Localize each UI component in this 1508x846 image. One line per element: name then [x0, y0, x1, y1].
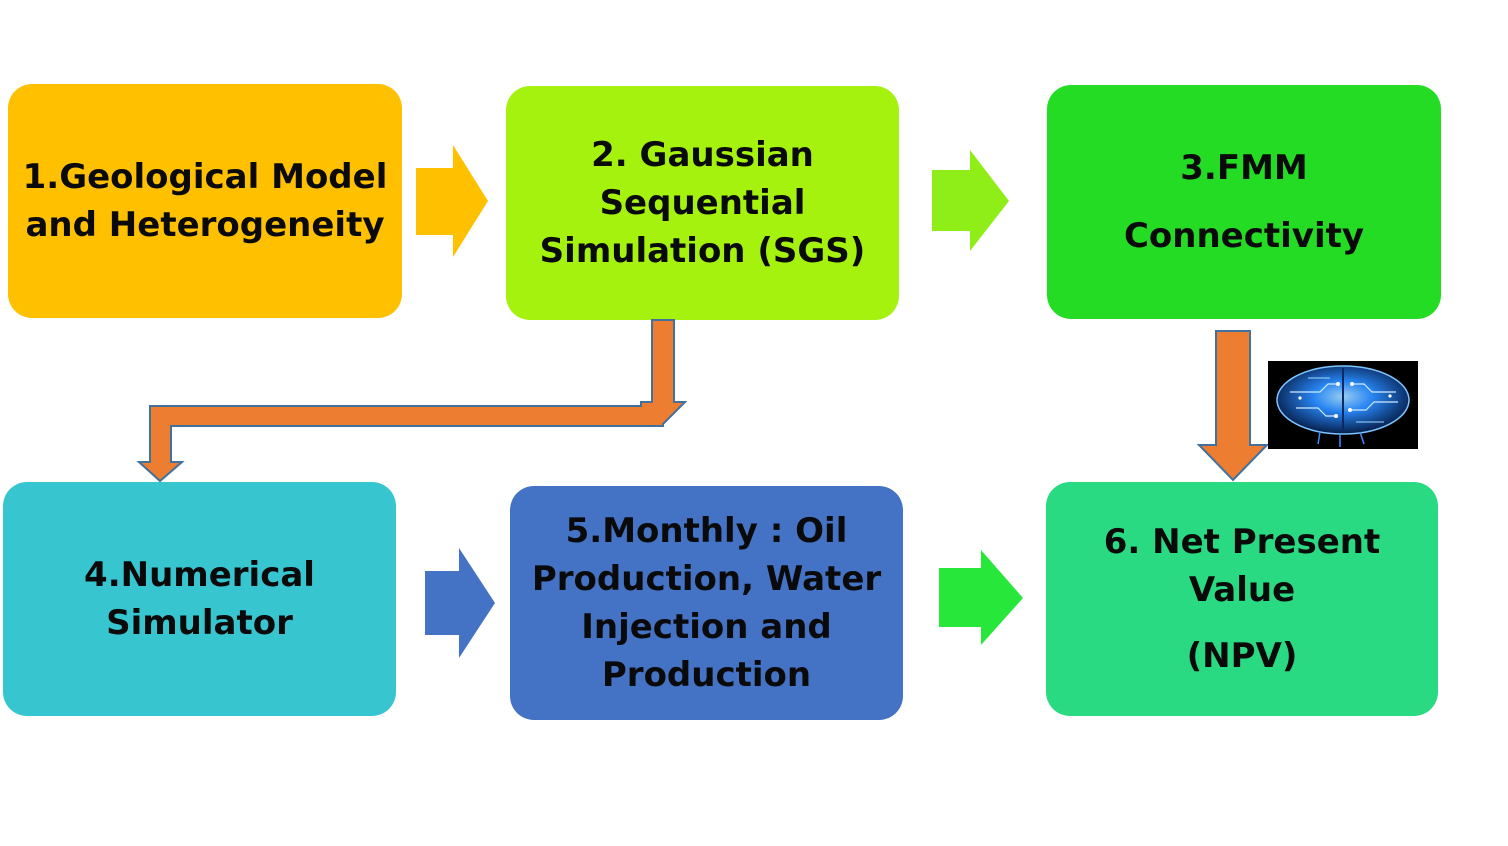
arrow-right-4-to-5 [425, 548, 495, 658]
arrow-elbow-2-to-4 [136, 319, 688, 483]
step-4-line-2: Simulator [106, 603, 293, 643]
arrow-right-5-to-6 [939, 550, 1023, 645]
step-6-line-2: Value [1188, 570, 1296, 610]
step-2-line-2: Sequential [599, 183, 806, 223]
step-5-monthly-production-box: 5.Monthly : Oil Production, Water Inject… [510, 486, 903, 720]
brain-circuit-icon [1268, 361, 1418, 449]
arrow-down-3-to-6 [1196, 330, 1270, 482]
step-5-line-4: Production [601, 655, 812, 695]
step-4-line-1: 4.Numerical [84, 555, 315, 595]
step-6-line-3: (NPV) [1186, 636, 1298, 676]
step-1-geological-model-box: 1.Geological Model and Heterogeneity [8, 84, 402, 318]
arrow-right-1-to-2 [416, 145, 488, 257]
arrow-right-2-to-3 [932, 150, 1009, 251]
step-2-sgs-box: 2. Gaussian Sequential Simulation (SGS) [506, 86, 899, 320]
step-1-line-1: 1.Geological Model [22, 157, 388, 197]
step-3-line-1: 3.FMM [1180, 148, 1308, 188]
step-3-fmm-connectivity-box: 3.FMM Connectivity [1047, 85, 1441, 319]
step-5-line-1: 5.Monthly : Oil [565, 511, 848, 551]
step-2-line-1: 2. Gaussian [591, 135, 814, 175]
step-3-line-2: Connectivity [1123, 216, 1365, 256]
step-5-line-2: Production, Water [531, 559, 882, 599]
step-6-npv-box: 6. Net Present Value (NPV) [1046, 482, 1438, 716]
step-4-numerical-simulator-box: 4.Numerical Simulator [3, 482, 396, 716]
step-5-line-3: Injection and [581, 607, 832, 647]
step-2-line-3: Simulation (SGS) [539, 231, 866, 271]
step-6-line-1: 6. Net Present [1103, 522, 1381, 562]
step-1-line-2: and Heterogeneity [25, 205, 385, 245]
